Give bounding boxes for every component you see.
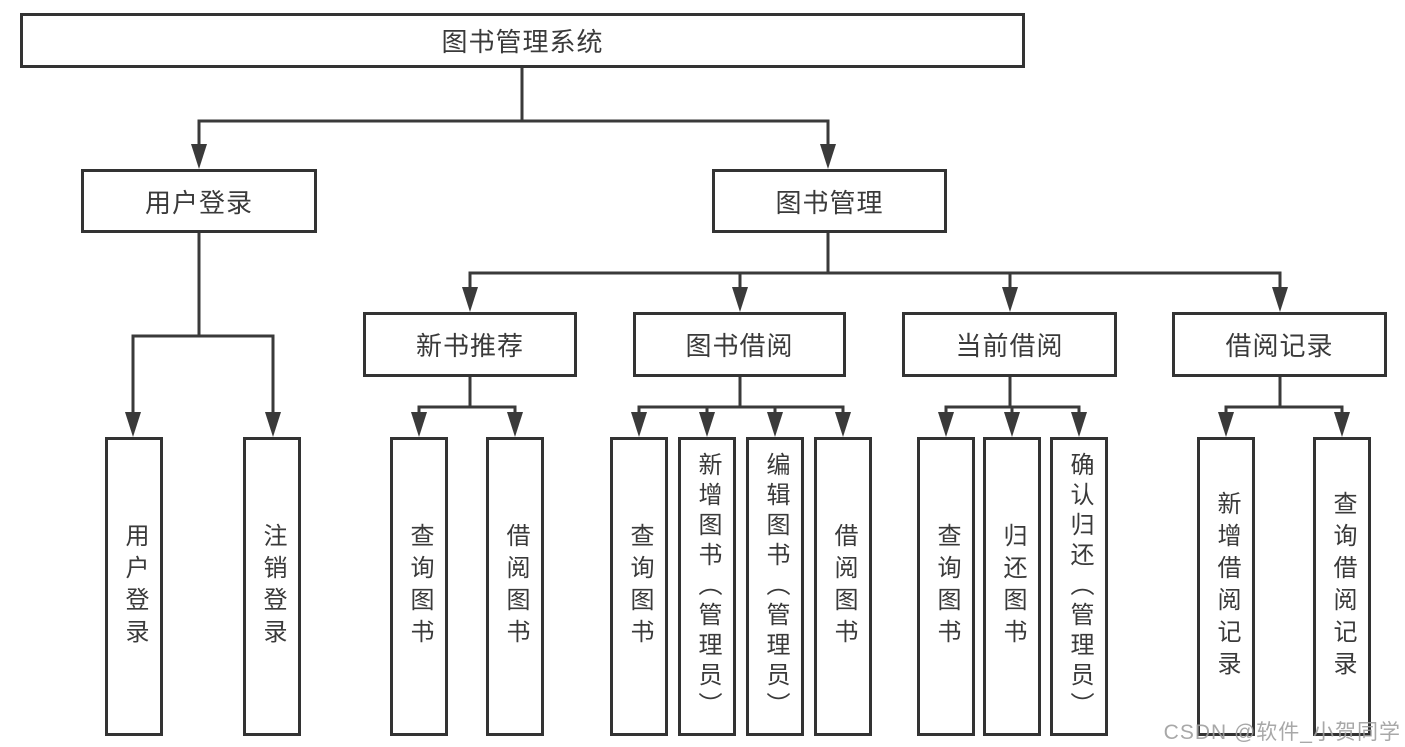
- node-label: 用户登录: [121, 522, 148, 651]
- node-book-management: 图书管理: [712, 169, 947, 233]
- node-label: 查询借阅记录: [1329, 490, 1356, 683]
- watermark: CSDN @软件_小贺同学: [1163, 721, 1401, 744]
- connector-root-to-branches: [197, 66, 830, 150]
- connector-borrowing-records-children: [1224, 376, 1344, 418]
- node-user-login: 用户登录: [81, 169, 317, 233]
- leaf-logout: 注销登录: [243, 437, 301, 736]
- node-book-borrowing: 图书借阅: [633, 312, 846, 377]
- connector-new-book-recommend-children: [417, 376, 517, 418]
- node-new-book-recommend: 新书推荐: [363, 312, 577, 377]
- connector-current-borrowing-children: [944, 376, 1081, 418]
- leaf-user-login: 用户登录: [105, 437, 163, 736]
- node-library-management-system: 图书管理系统: [20, 13, 1025, 68]
- node-label: 图书借阅: [685, 331, 794, 361]
- node-label: 图书管理: [775, 187, 884, 218]
- node-label: 查询图书: [626, 522, 653, 651]
- node-current-borrowing: 当前借阅: [902, 312, 1117, 377]
- node-label: 编辑图书（管理员）: [762, 451, 789, 722]
- leaf-query-books-borrowing: 查询图书: [610, 437, 668, 736]
- leaf-borrow-books-recommend: 借阅图书: [486, 437, 544, 736]
- node-label: 新书推荐: [415, 331, 524, 361]
- node-label: 当前借阅: [955, 331, 1064, 361]
- node-label: 新增图书（管理员）: [694, 451, 721, 722]
- leaf-query-borrow-record: 查询借阅记录: [1313, 437, 1371, 736]
- node-label: 用户登录: [144, 187, 253, 218]
- leaf-confirm-return-admin: 确认归还（管理员）: [1050, 437, 1108, 736]
- node-label: 确认归还（管理员）: [1066, 451, 1093, 722]
- arrowheads: [125, 144, 1350, 437]
- node-label: 新增借阅记录: [1213, 490, 1240, 683]
- node-label: 查询图书: [933, 522, 960, 651]
- leaf-borrow-books: 借阅图书: [814, 437, 872, 736]
- node-label: 借阅图书: [830, 522, 857, 651]
- node-label: 注销登录: [259, 522, 286, 651]
- connector-book-management-children: [468, 233, 1282, 292]
- node-label: 借阅图书: [502, 522, 529, 651]
- node-label: 图书管理系统: [441, 27, 604, 57]
- leaf-add-borrow-record: 新增借阅记录: [1197, 437, 1255, 736]
- leaf-add-books-admin: 新增图书（管理员）: [678, 437, 736, 736]
- connector-book-borrowing-children: [637, 376, 845, 418]
- leaf-query-books-recommend: 查询图书: [390, 437, 448, 736]
- connector-user-login-children: [131, 233, 275, 418]
- leaf-return-books: 归还图书: [983, 437, 1041, 736]
- leaf-edit-books-admin: 编辑图书（管理员）: [746, 437, 804, 736]
- leaf-query-books-current: 查询图书: [917, 437, 975, 736]
- node-borrowing-records: 借阅记录: [1172, 312, 1387, 377]
- node-label: 归还图书: [999, 522, 1026, 651]
- node-label: 借阅记录: [1225, 331, 1334, 361]
- node-label: 查询图书: [406, 522, 433, 651]
